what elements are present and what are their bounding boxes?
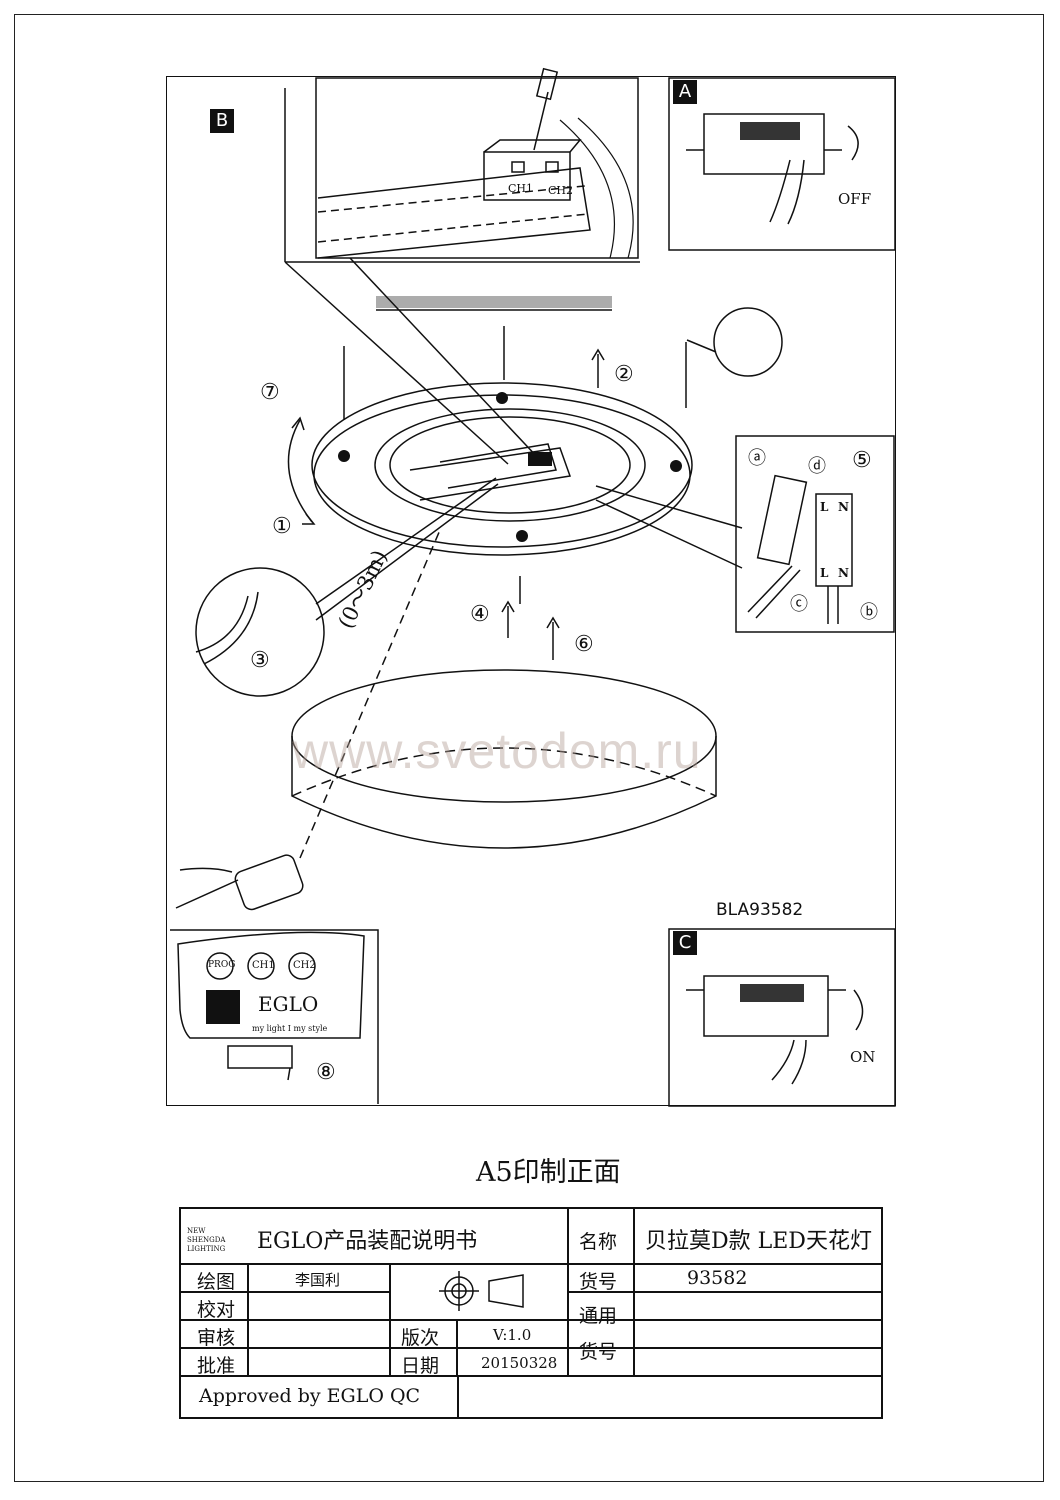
projection-symbol [439,1271,524,1311]
checked-label: 校对 [197,1299,236,1321]
remote-ch2-button: CH2 [293,960,316,971]
terminal-l-top: L [820,500,829,514]
step-3: ③ [250,648,270,673]
name-value: 贝拉莫D款 LED天花灯 [645,1229,872,1254]
ch2-label: CH2 [548,184,574,197]
print-title: A5印制正面 [476,1157,621,1188]
terminal-n-top: N [838,500,849,514]
terminal-n-bottom: N [838,566,849,580]
step-4: ④ [470,602,490,627]
wiring-d: ⓓ [808,456,826,477]
step-6: ⑥ [574,632,594,657]
document-title: EGLO产品装配说明书 [257,1229,478,1254]
item-no-label: 货号 [579,1271,618,1293]
remote-prog-button: PROG [208,960,236,970]
panel-a-label: A [673,80,697,104]
panel-c-box [668,928,896,1107]
drawing-frame [166,76,896,1106]
detail-b-box [315,77,639,259]
approved-label: 批准 [197,1355,236,1377]
panel-a-box [668,77,896,251]
mounting-plate [311,382,693,548]
watermark: www.svetodom.ru [292,723,702,779]
step-5: ⑤ [852,448,872,473]
item-no-value: 93582 [687,1267,748,1289]
remote-ch1-button: CH1 [252,960,275,971]
switch-on-label: ON [850,1048,876,1066]
model-code: BLA93582 [716,900,804,920]
remote-brand: EGLO [258,992,319,1016]
switch-off-label: OFF [838,190,872,208]
step-2: ② [614,362,634,387]
approval-note: Approved by EGLO QC [199,1385,421,1407]
step-1: ① [272,514,292,539]
drawn-value: 李国利 [295,1271,341,1289]
step-8: ⑧ [316,1060,336,1085]
panel-c-label: C [673,931,697,955]
step-7: ⑦ [260,380,280,405]
wiring-a: ⓐ [748,448,766,469]
version-label: 版次 [401,1327,440,1349]
wiring-panel-box [735,435,895,633]
name-label: 名称 [579,1231,618,1253]
date-label: 日期 [401,1355,440,1377]
page-border [14,14,1044,1482]
drawn-label: 绘图 [197,1271,236,1293]
wiring-c: ⓒ [790,594,808,615]
company-logo: NEW SHENGDA LIGHTING [187,1227,226,1253]
remote-slogan: my light I my style [252,1024,328,1033]
reviewed-label: 审核 [197,1327,236,1349]
version-value: V:1.0 [493,1326,532,1344]
general-item-label-1: 通用 [579,1305,618,1327]
date-value: 20150328 [481,1354,558,1372]
wiring-b: ⓑ [860,602,878,623]
panel-b-label: B [210,109,234,133]
general-item-label-2: 货号 [579,1341,618,1363]
detail-3-circle [195,567,325,697]
terminal-l-bottom: L [820,566,829,580]
ch1-label: CH1 [508,182,534,195]
title-block: NEW SHENGDA LIGHTING EGLO产品装配说明书 名称 贝拉莫D… [179,1207,883,1419]
